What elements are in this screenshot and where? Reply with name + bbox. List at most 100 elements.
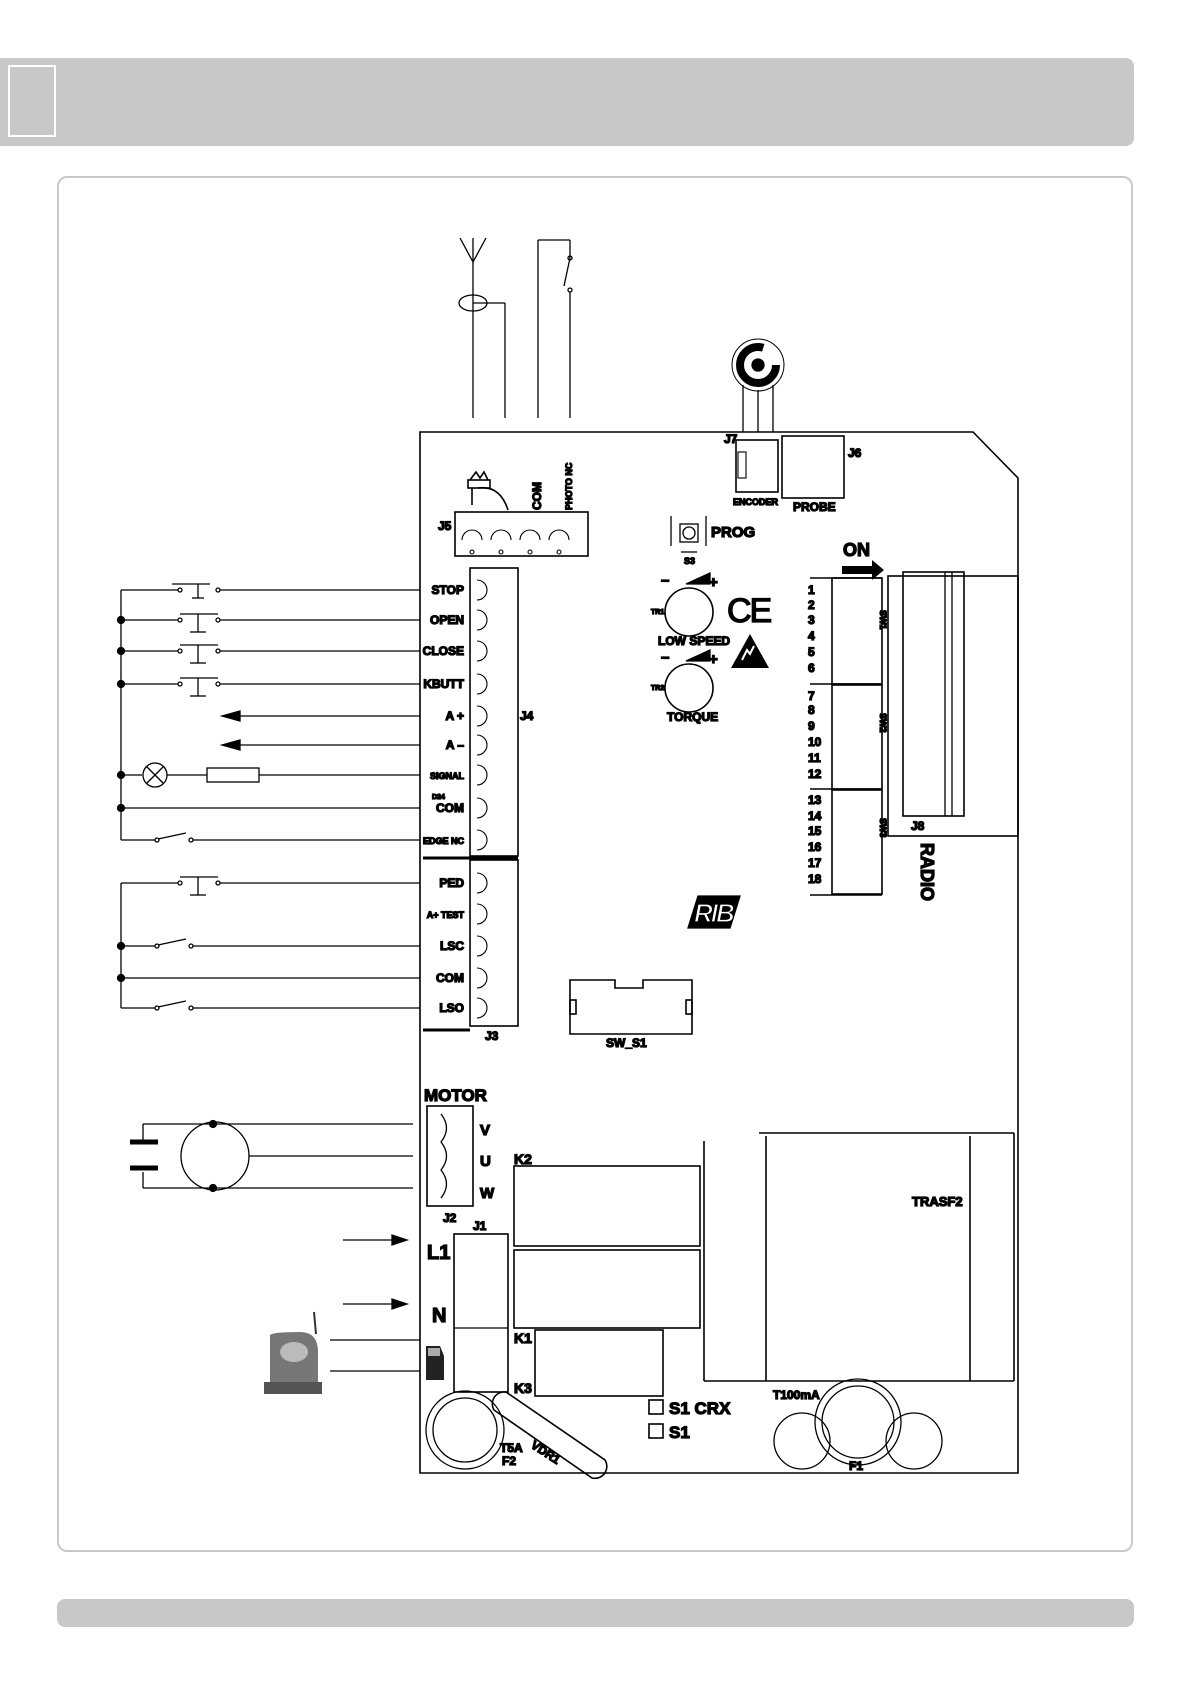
motor-v-label: V [480, 1122, 490, 1139]
t5a-label: T5A [500, 1441, 523, 1455]
j6-label: J6 [848, 446, 862, 460]
j2-label: J2 [443, 1211, 457, 1225]
motor-u-label: U [480, 1153, 491, 1170]
j7-label: J7 [724, 432, 738, 446]
j4-terminal-label: STOP [432, 583, 464, 597]
trimmer-tr1 [664, 571, 714, 637]
j4-terminal-label: A – [446, 738, 465, 752]
j1-label: J1 [473, 1219, 487, 1233]
j3-external-wiring [116, 876, 420, 1011]
tr2-label: TR2 [651, 685, 664, 692]
d24-label: D24 [432, 794, 445, 801]
prog-button [670, 516, 707, 553]
antenna-terminal-icon [467, 470, 509, 511]
tr1-minus: – [661, 572, 669, 589]
antenna-icon [458, 237, 506, 418]
j3-terminal-label: LSC [440, 939, 464, 953]
dip-number: 8 [808, 703, 815, 717]
j3-terminal-label: LSO [439, 1001, 464, 1015]
dip-bank-sw1: SW1 [878, 610, 888, 630]
encoder-icon [731, 338, 785, 432]
tr2-minus: – [661, 649, 669, 666]
dip-number: 14 [808, 809, 822, 823]
dip-number: 12 [808, 767, 822, 781]
j4-terminal-label: KBUTT [423, 677, 464, 691]
j5-label: J5 [438, 519, 452, 533]
transformer-label: TRASF2 [912, 1194, 963, 1209]
sw-s1-connector [569, 979, 693, 1035]
dip-bank-sw3: SW3 [878, 818, 888, 838]
lamp-icon [142, 762, 168, 788]
j3-terminal-label: COM [436, 971, 464, 985]
vdr1-label: VDR1 [528, 1438, 563, 1467]
dip-number: 6 [808, 661, 815, 675]
dip-number: 7 [808, 689, 815, 703]
low-speed-label: LOW SPEED [658, 634, 730, 648]
j8-label: J8 [911, 819, 925, 833]
capacitor-icon [130, 1139, 158, 1171]
j5-com-label: COM [530, 482, 544, 510]
brand-logo: RIB [687, 895, 741, 929]
motor-icon [142, 1119, 413, 1193]
j4-label: J4 [520, 709, 534, 723]
f2-label: F2 [502, 1454, 516, 1468]
dip-number: 9 [808, 719, 815, 733]
fuse-f2 [425, 1390, 505, 1470]
transformer [703, 1132, 1015, 1382]
tr1-label: TR1 [651, 609, 664, 616]
k2-label: K2 [514, 1151, 532, 1167]
dip-number: 3 [808, 613, 815, 627]
esd-warning-icon [731, 634, 769, 668]
footer-bar [57, 1599, 1134, 1627]
j3-terminal-label: A+ TEST [427, 910, 465, 920]
j4-terminal-label: COM [436, 801, 464, 815]
s1-label: S1 [669, 1423, 690, 1442]
on-arrow-icon [842, 560, 884, 580]
header-bar [0, 58, 1134, 146]
t100ma-label: T100mA [773, 1388, 820, 1402]
dip-number: 11 [808, 751, 821, 765]
svg-text:RIB: RIB [694, 898, 734, 928]
close-button-icon [177, 644, 221, 664]
dip-number: 5 [808, 645, 815, 659]
s1-crx-label: S1 CRX [669, 1399, 731, 1418]
trimmer-tr2 [664, 648, 714, 713]
j4-terminal-label: CLOSE [423, 644, 464, 658]
j4-terminal-label: EDGE NC [423, 836, 465, 846]
probe-label: PROBE [793, 500, 836, 514]
photocell-icon [537, 239, 573, 418]
dip-bank-sw2: SW2 [878, 713, 888, 733]
f1-label: F1 [849, 1459, 863, 1473]
j4-terminal-label: A + [445, 709, 464, 723]
flashing-light-terminal-icon [426, 1346, 444, 1380]
dip-number: 4 [808, 629, 815, 643]
k3-label: K3 [514, 1380, 532, 1396]
tr1-plus: + [709, 574, 718, 591]
resistor-icon [206, 767, 260, 783]
j4-terminal-label: OPEN [430, 613, 464, 627]
flashing-light-icon [264, 1311, 322, 1394]
radio-label: RADIO [917, 843, 937, 901]
torque-label: TORQUE [667, 710, 718, 724]
dip-number: 13 [808, 793, 822, 807]
prog-label: PROG [711, 524, 755, 541]
board-outline [419, 431, 1019, 1474]
dip-number: 1 [808, 583, 815, 597]
k1-label: K1 [514, 1330, 532, 1346]
ped-button-icon [177, 876, 221, 896]
kbutt-button-icon [177, 677, 221, 697]
stop-button-icon [172, 583, 221, 599]
dip-number: 16 [808, 840, 822, 854]
j4-terminal-label: SIGNAL [430, 771, 465, 781]
dip-number: 10 [808, 735, 822, 749]
radio-connector [887, 575, 1019, 837]
diagram-frame [57, 176, 1133, 1552]
dip-number: 2 [808, 598, 815, 612]
ce-mark: CE [727, 592, 772, 630]
j3-terminal-label: PED [439, 876, 464, 890]
s3-label: S3 [684, 556, 695, 566]
fuse-f1 [773, 1378, 943, 1470]
open-button-icon [177, 613, 221, 633]
dip-number: 18 [808, 872, 822, 886]
